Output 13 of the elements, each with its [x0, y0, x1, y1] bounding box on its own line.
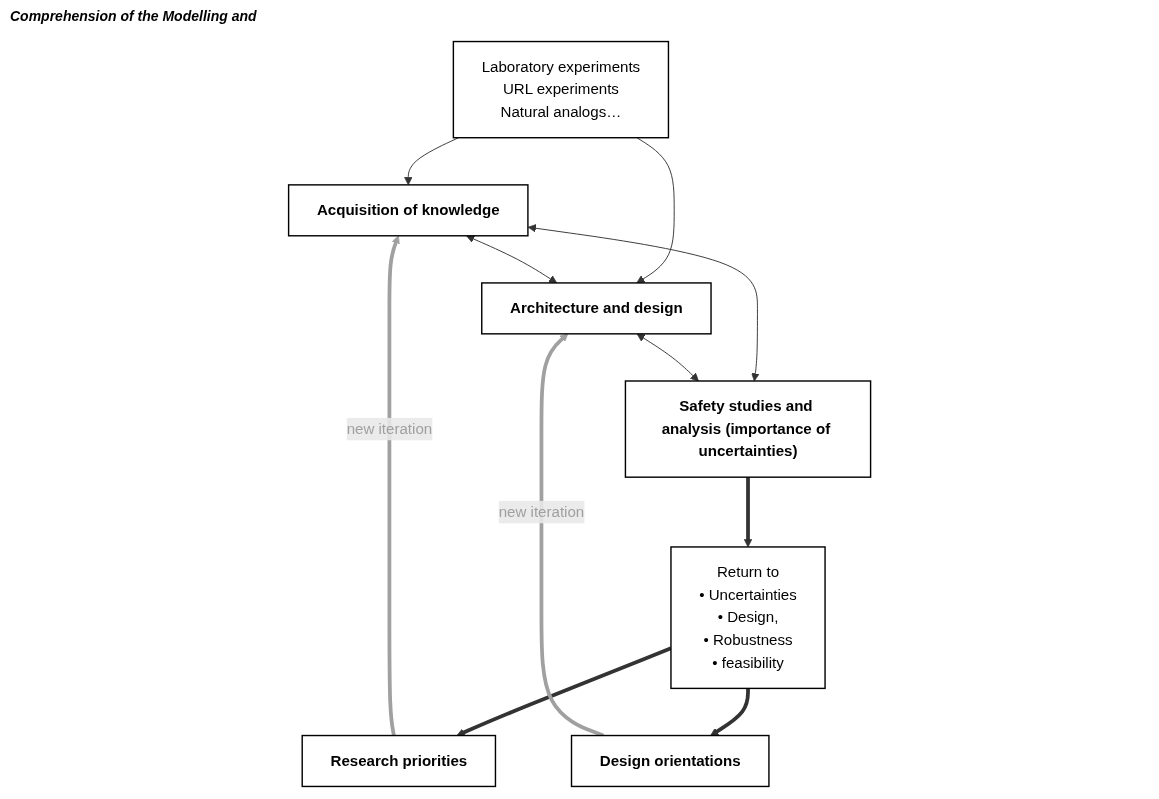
note-text: Comprehension of the Modelling and — [10, 8, 257, 24]
node-box: Return to • Uncertainties • Design, • Robustness • feasibility — [670, 546, 826, 690]
node-box: Acquisition of knowledge — [287, 184, 529, 237]
arrow — [387, 235, 400, 736]
edge-label: new iteration — [498, 503, 585, 520]
arrow — [743, 477, 753, 548]
node-box: Research priorities — [301, 734, 497, 788]
edge-label: new iteration — [346, 420, 433, 437]
node-box: Architecture and design — [480, 282, 712, 335]
node-box: Laboratory experiments URL experiments Natural analogs… — [452, 40, 670, 139]
node-box: Design orientations — [570, 734, 770, 788]
node-box: Safety studies and analysis (importance of uncertainties) — [624, 380, 872, 478]
arrow — [710, 688, 750, 736]
